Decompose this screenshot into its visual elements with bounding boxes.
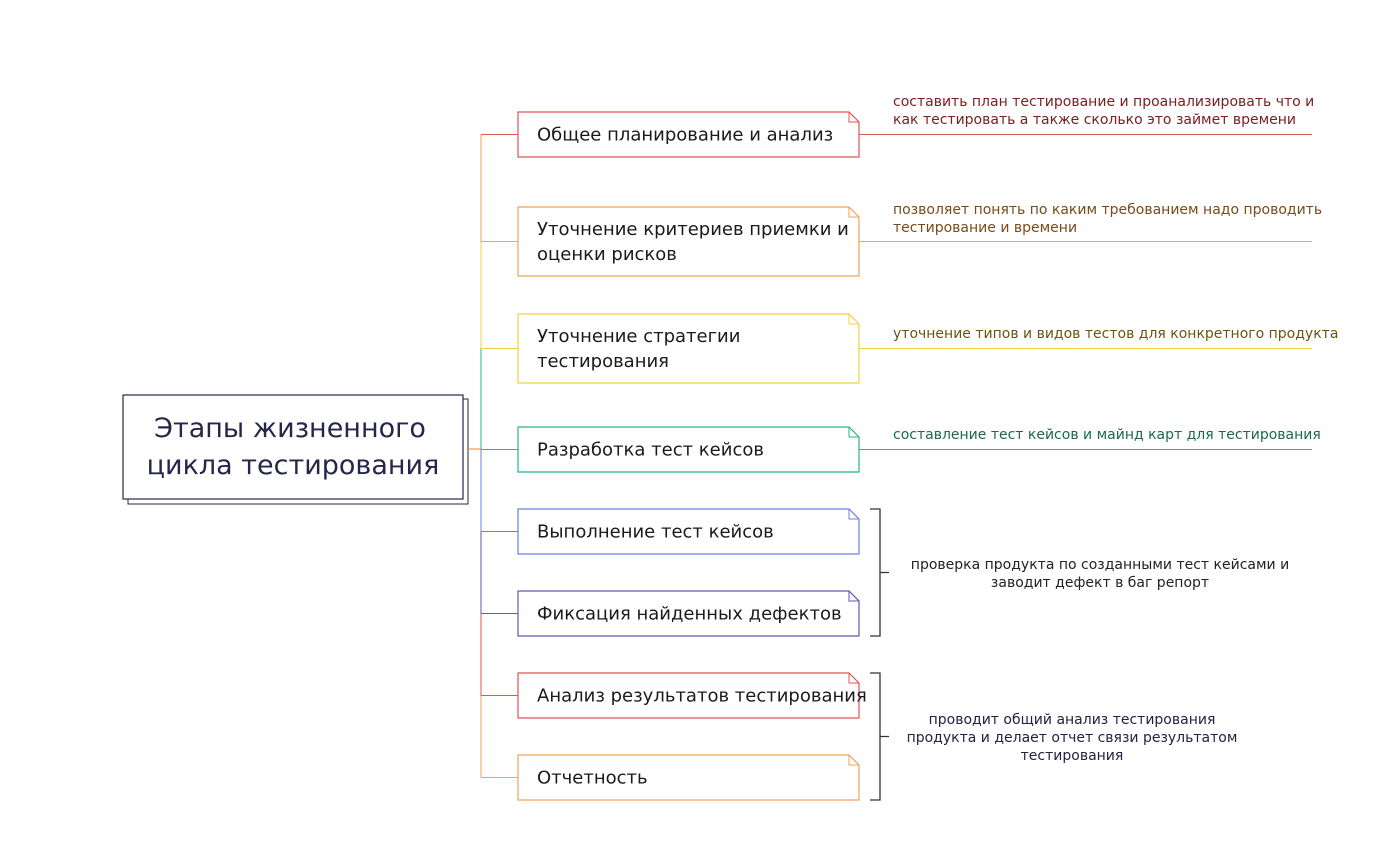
stage-fold-corner <box>848 207 859 218</box>
stage-label: Уточнение критериев приемки и <box>537 219 849 240</box>
stage-node[interactable]: Выполнение тест кейсов <box>481 508 860 555</box>
stage-box <box>517 206 860 277</box>
stage-label: оценки рисков <box>537 244 677 265</box>
stage-box <box>517 313 860 384</box>
group-note-text: продукта и делает отчет связи результато… <box>907 730 1238 746</box>
group-note-text: заводит дефект в баг репорт <box>991 575 1209 591</box>
stage-fold-corner <box>848 112 859 123</box>
stage-fold-corner <box>848 509 859 520</box>
note-text: составление тест кейсов и майнд карт для… <box>893 427 1321 443</box>
stage-fold-corner <box>848 427 859 438</box>
note-text: уточнение типов и видов тестов для конкр… <box>893 326 1338 342</box>
group-note: проверка продукта по созданными тест кей… <box>870 508 1289 637</box>
stage-box <box>517 672 860 719</box>
group-bracket <box>870 672 889 801</box>
stage-box <box>517 508 860 555</box>
note-text: тестирование и времени <box>893 220 1077 236</box>
stage-node[interactable]: Общее планирование и анализ <box>481 111 860 158</box>
stage-node[interactable]: Разработка тест кейсов <box>481 426 860 473</box>
note: составление тест кейсов и майнд карт для… <box>859 427 1321 450</box>
stage-box <box>517 590 860 637</box>
stage-node[interactable]: Отчетность <box>481 754 860 801</box>
stage-fold-corner <box>848 314 859 325</box>
stage-box <box>517 111 860 158</box>
root-node[interactable] <box>122 394 464 500</box>
note-text: составить план тестирование и проанализи… <box>893 94 1314 110</box>
note: составить план тестирование и проанализи… <box>859 94 1314 135</box>
group-note-text: тестирования <box>1021 748 1124 764</box>
note: позволяет понять по каким требованием на… <box>859 202 1322 242</box>
stage-label: Отчетность <box>537 768 648 789</box>
stage-node[interactable]: Уточнение критериев приемки и оценки риск… <box>481 206 860 277</box>
stage-label: Анализ результатов тестирования <box>537 686 867 707</box>
group-note-text: проводит общий анализ тестирования <box>929 712 1216 728</box>
group-note-text: проверка продукта по созданными тест кей… <box>911 557 1289 573</box>
note: уточнение типов и видов тестов для конкр… <box>859 326 1338 349</box>
stage-fold-corner <box>848 591 859 602</box>
group-note: проводит общий анализ тестирования продук… <box>870 672 1238 801</box>
stage-label: Общее планирование и анализ <box>537 125 833 146</box>
note-text: как тестировать а также сколько это займ… <box>893 112 1296 128</box>
stage-node[interactable]: Анализ результатов тестирования <box>481 672 867 719</box>
stage-label: Фиксация найденных дефектов <box>537 604 842 625</box>
root-title-line-2: цикла тестирования <box>147 450 440 481</box>
stage-label: Разработка тест кейсов <box>537 440 764 461</box>
group-bracket <box>870 508 889 637</box>
stage-label: Выполнение тест кейсов <box>537 522 774 543</box>
stage-box <box>517 426 860 473</box>
stage-fold-corner <box>848 673 859 684</box>
stage-box <box>517 754 860 801</box>
stage-node[interactable]: Уточнение стратегии тестирования <box>481 313 860 384</box>
stage-label: тестирования <box>537 351 669 372</box>
root-title-line-1: Этапы жизненного <box>154 413 426 444</box>
stage-node[interactable]: Фиксация найденных дефектов <box>481 590 860 637</box>
stage-fold-corner <box>848 755 859 766</box>
stage-label: Уточнение стратегии <box>537 326 740 347</box>
note-text: позволяет понять по каким требованием на… <box>893 202 1322 218</box>
